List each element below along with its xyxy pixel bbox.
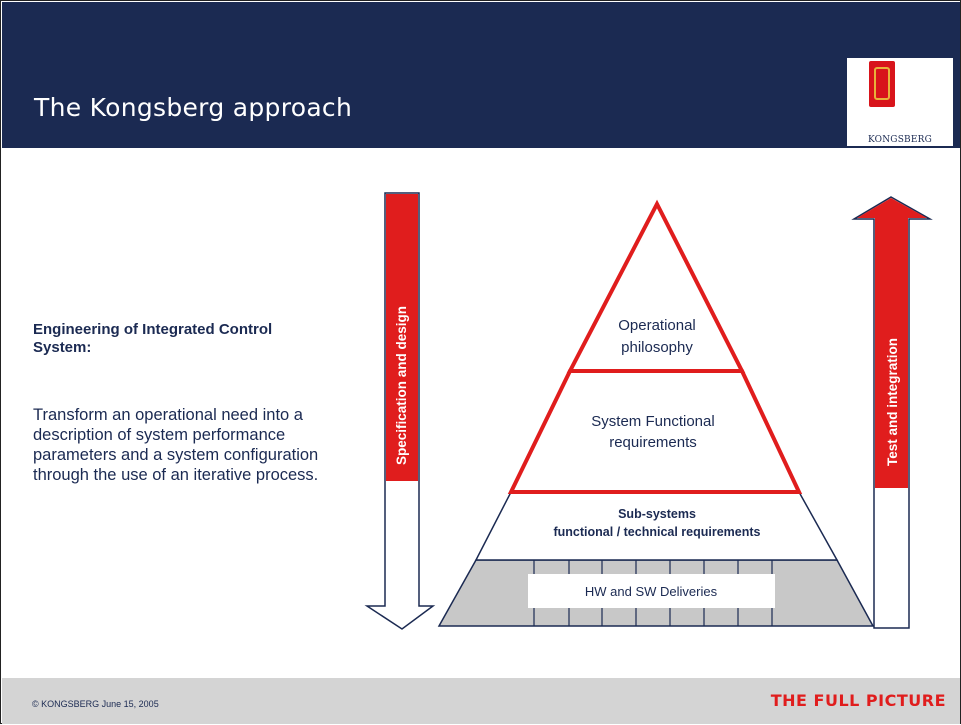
logo-text: KONGSBERG xyxy=(867,135,933,145)
functional-label-2: requirements xyxy=(609,434,697,451)
subsystems-label-2: functional / technical requirements xyxy=(554,525,761,539)
description-text: Transform an operational need into a des… xyxy=(33,406,319,484)
copyright-text: © KONGSBERG June 15, 2005 xyxy=(32,699,159,709)
pyramid-functional-level: System Functional requirements xyxy=(507,369,803,494)
crest-icon xyxy=(869,61,895,107)
subtitle: Engineering of Integrated Control System… xyxy=(33,321,273,356)
operational-label-2: philosophy xyxy=(621,339,693,356)
functional-label-1: System Functional xyxy=(591,413,714,430)
pyramid-base-level: HW and SW Deliveries xyxy=(437,559,875,627)
tagline-text: THE FULL PICTURE xyxy=(770,691,946,710)
deliveries-label: HW and SW Deliveries xyxy=(585,584,718,599)
operational-label-1: Operational xyxy=(618,317,696,334)
test-integration-fill xyxy=(857,198,927,488)
pyramid-operational-level: Operational philosophy xyxy=(566,199,746,373)
header-divider xyxy=(2,146,960,148)
spec-design-arrow: Specification and design xyxy=(364,192,436,630)
header-bar: The Kongsberg approach xyxy=(2,2,960,146)
test-integration-label: Test and integration xyxy=(885,338,900,466)
kongsberg-logo: KONGSBERG xyxy=(847,58,953,146)
subsystems-label-1: Sub-systems xyxy=(618,507,696,521)
spec-design-label: Specification and design xyxy=(394,306,409,465)
slide-title: The Kongsberg approach xyxy=(34,93,353,122)
pyramid-subsystems-level: Sub-systems functional / technical requi… xyxy=(474,491,839,561)
deliveries-box xyxy=(528,574,775,608)
spec-design-fill xyxy=(386,194,418,481)
footer-bar: © KONGSBERG June 15, 2005 THE FULL PICTU… xyxy=(2,678,960,724)
test-integration-arrow: Test and integration xyxy=(851,196,933,629)
